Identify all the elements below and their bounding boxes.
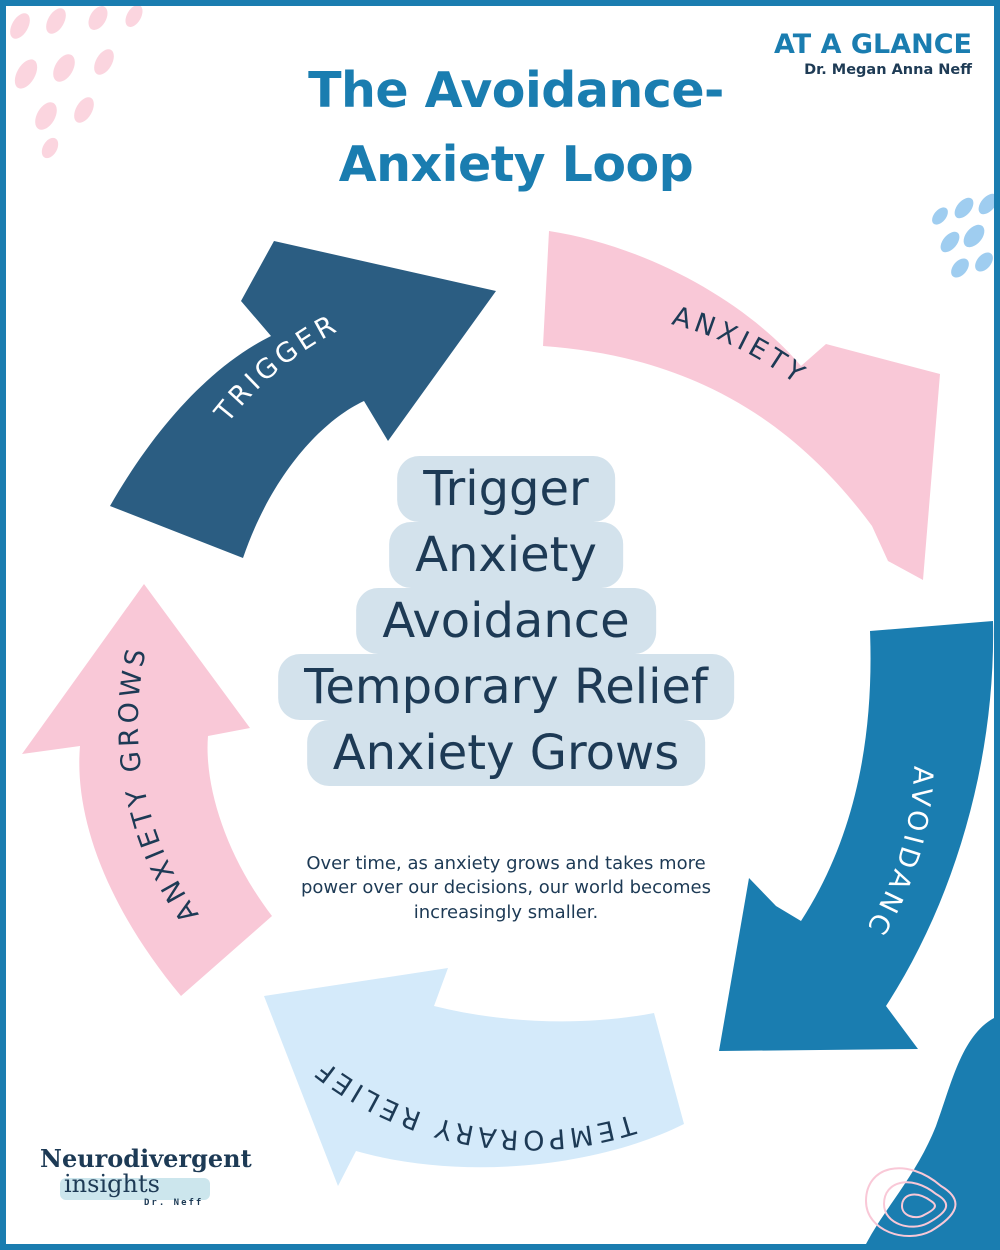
corner-wave-decoration: [864, 1018, 994, 1244]
explanation-text: Over time, as anxiety grows and takes mo…: [300, 853, 711, 923]
arrow-avoidance: [719, 621, 994, 1051]
brand-name-line2: insights: [64, 1170, 160, 1198]
brand-byline: Dr. Neff: [144, 1198, 204, 1208]
brand-brushstroke: [60, 1178, 210, 1200]
center-step-temporary-relief: Temporary Relief: [278, 654, 734, 720]
page-title: The Avoidance- Anxiety Loop: [308, 62, 724, 193]
center-step-list: Trigger Anxiety Avoidance Temporary Reli…: [278, 456, 734, 786]
center-step-avoidance: Avoidance: [356, 588, 656, 654]
pink-dots-decoration: [10, 6, 143, 159]
brand-name-line1: Neurodivergent: [40, 1144, 252, 1173]
loop-diagram: TRIGGER ANXIETY AVOIDANC TEMPORARY RELIE…: [22, 231, 994, 1186]
center-step-anxiety-grows: Anxiety Grows: [306, 720, 706, 786]
arrow-trigger: [110, 241, 496, 558]
arrow-anxiety: [543, 231, 940, 580]
decoration-layer: [10, 6, 994, 1244]
at-a-glance-badge: AT A GLANCE Dr. Megan Anna Neff: [774, 30, 972, 78]
badge-title: AT A GLANCE: [773, 29, 972, 60]
badge-author: Dr. Megan Anna Neff: [804, 61, 972, 78]
brand-logo: Neurodivergent insights Dr. Neff: [36, 1142, 266, 1222]
center-step-trigger: Trigger: [397, 456, 615, 522]
arrow-anxiety-grows: [22, 584, 272, 996]
arrow-temporary-relief: [264, 968, 684, 1186]
blue-dots-decoration: [932, 193, 994, 278]
center-step-anxiety: Anxiety: [389, 522, 623, 588]
